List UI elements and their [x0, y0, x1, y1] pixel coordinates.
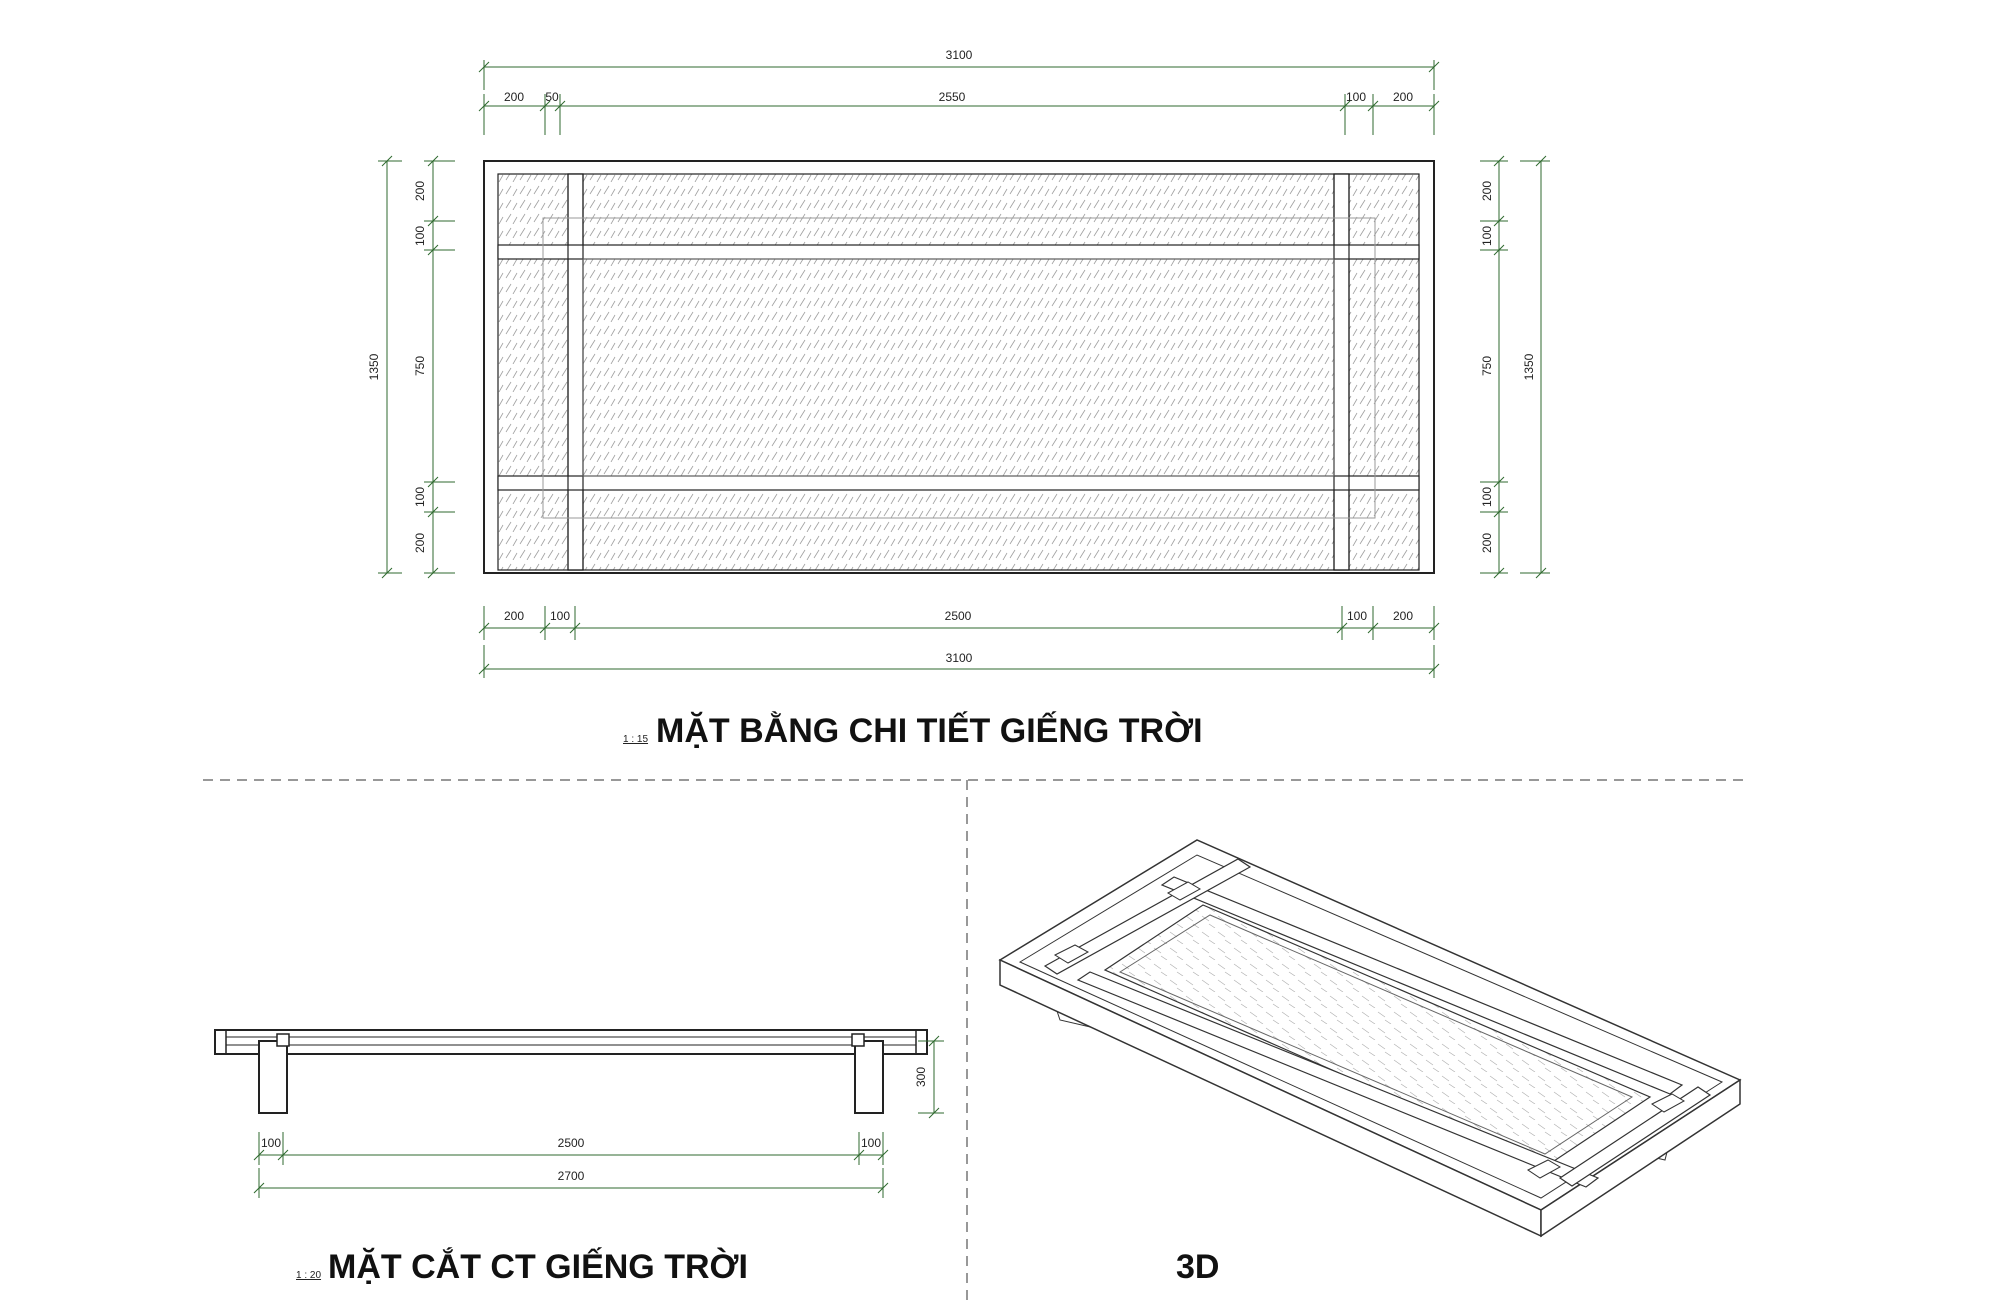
plan-beam-left	[567, 173, 584, 571]
plan-scale: 1 : 15	[623, 734, 648, 745]
plan-opening-outline	[542, 217, 1376, 519]
dim-bottom-overall: 3100	[946, 651, 973, 665]
plan-glass-infill	[498, 174, 1419, 570]
section-dim-overall: 2700	[558, 1169, 585, 1183]
section-scale: 1 : 20	[296, 1270, 321, 1281]
iso-beam-2	[1160, 876, 1684, 1095]
section-dim-part-3: 100	[861, 1136, 881, 1150]
dim-bottom-part-1: 200	[504, 609, 524, 623]
dim-top-part-4: 100	[1346, 90, 1366, 104]
plan-beam-top	[497, 244, 1420, 260]
dim-right-overall: 1350	[1522, 353, 1536, 380]
dim-top-overall: 3100	[946, 48, 973, 62]
dim-left-part-4: 100	[413, 487, 427, 507]
section-post-left	[258, 1040, 288, 1114]
dim-left-part-1: 200	[413, 181, 427, 201]
plan-inner-frame	[497, 173, 1420, 571]
dim-right-part-4: 100	[1480, 487, 1494, 507]
plan-inner-opening	[582, 258, 1335, 477]
dim-right-part-3: 750	[1480, 356, 1494, 376]
view3d-title: 3D	[1176, 1248, 1219, 1286]
plan-dimensions: 3100 200 50 2550 100 200 200 100 2500 10…	[367, 48, 1550, 678]
dim-bottom-part-2: 100	[550, 609, 570, 623]
dim-top-part-3: 2550	[939, 90, 966, 104]
dim-right-part-1: 200	[1480, 181, 1494, 201]
dim-left-part-3: 750	[413, 356, 427, 376]
dim-left-part-2: 100	[413, 226, 427, 246]
dim-bottom-part-3: 2500	[945, 609, 972, 623]
dim-bottom-part-5: 200	[1393, 609, 1413, 623]
iso-cross-beam-2	[1558, 1086, 1712, 1187]
section-dim-part-2: 2500	[558, 1136, 585, 1150]
section-view	[214, 1029, 928, 1114]
iso-beam-1	[1076, 971, 1600, 1188]
dim-right-part-2: 100	[1480, 226, 1494, 246]
section-top-frame	[214, 1029, 928, 1055]
section-post-right	[854, 1040, 884, 1114]
section-dim-height: 300	[914, 1067, 928, 1087]
isometric-view	[998, 839, 1742, 1238]
dim-left-overall: 1350	[367, 353, 381, 380]
section-dim-part-1: 100	[261, 1136, 281, 1150]
plan-beam-bottom	[497, 475, 1420, 491]
dim-top-part-2: 50	[545, 90, 559, 104]
dim-top-part-5: 200	[1393, 90, 1413, 104]
dim-left-part-5: 200	[413, 533, 427, 553]
section-dimensions: 300 100 2500 100 2700	[253, 1035, 944, 1198]
plan-beam-right	[1333, 173, 1350, 571]
plan-outer-frame	[483, 160, 1435, 574]
dim-bottom-part-4: 100	[1347, 609, 1367, 623]
plan-view	[483, 160, 1435, 574]
dim-right-part-5: 200	[1480, 533, 1494, 553]
dim-top-part-1: 200	[504, 90, 524, 104]
section-title: MẶT CẮT CT GIẾNG TRỜI	[328, 1248, 748, 1286]
plan-title: MẶT BẰNG CHI TIẾT GIẾNG TRỜI	[656, 712, 1203, 750]
